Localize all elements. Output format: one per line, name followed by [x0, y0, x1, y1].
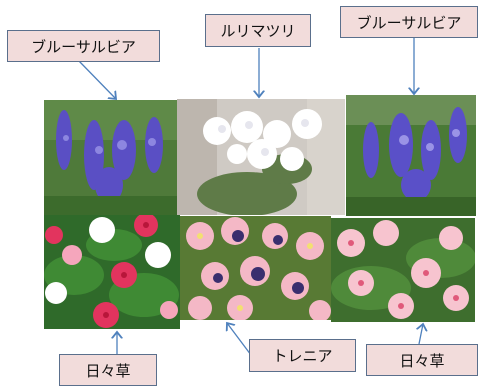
- photo-vinca-left: [44, 215, 180, 329]
- label-plumbago: ルリマツリ: [205, 14, 311, 47]
- photo-blue-salvia-left: [44, 100, 178, 216]
- photo-torenia: [180, 216, 331, 320]
- photo-blue-salvia-right: [346, 95, 476, 216]
- label-blue-salvia-left: ブルーサルビア: [7, 30, 160, 62]
- label-vinca-right: 日々草: [366, 344, 478, 376]
- arrow-bottom-center: [227, 323, 252, 356]
- arrow-top-left: [77, 59, 116, 99]
- label-torenia: トレニア: [249, 339, 356, 372]
- label-blue-salvia-right: ブルーサルビア: [340, 6, 478, 38]
- photo-plumbago: [177, 99, 345, 215]
- photo-vinca-right: [331, 218, 475, 322]
- arrow-bottom-right: [419, 324, 423, 345]
- label-vinca-left: 日々草: [59, 354, 157, 386]
